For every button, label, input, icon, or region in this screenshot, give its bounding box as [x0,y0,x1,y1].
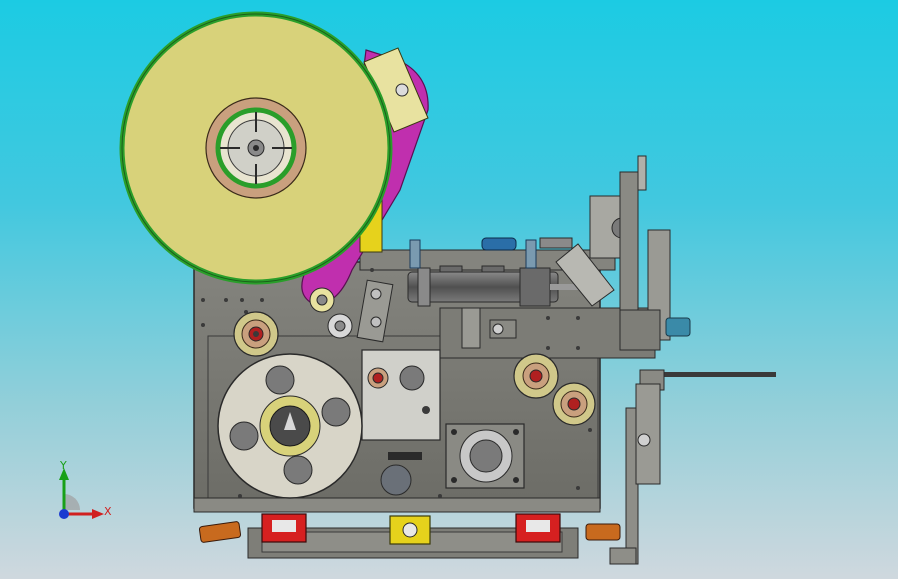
label-take-up-disc [217,353,363,499]
guide-roller-small [309,287,353,339]
y-axis-label: Y [60,459,67,472]
z-axis-dot [59,509,69,519]
guide-roller-right-upper [513,353,559,399]
guide-roller-upper-left [233,311,279,357]
air-fittings [409,237,573,269]
tension-arm [356,279,394,343]
label-supply-roll [119,11,393,285]
motor-gearbox [380,423,525,496]
linear-slide-blocks [261,513,561,545]
x-axis-label: X [104,505,112,518]
guide-roller-right-lower [552,382,596,426]
drive-roller-block [361,349,441,441]
right-vertical-column [619,155,691,351]
coordinate-triad [59,468,104,519]
lower-right-sensor-stand [609,383,661,565]
end-bumpers [198,521,621,543]
